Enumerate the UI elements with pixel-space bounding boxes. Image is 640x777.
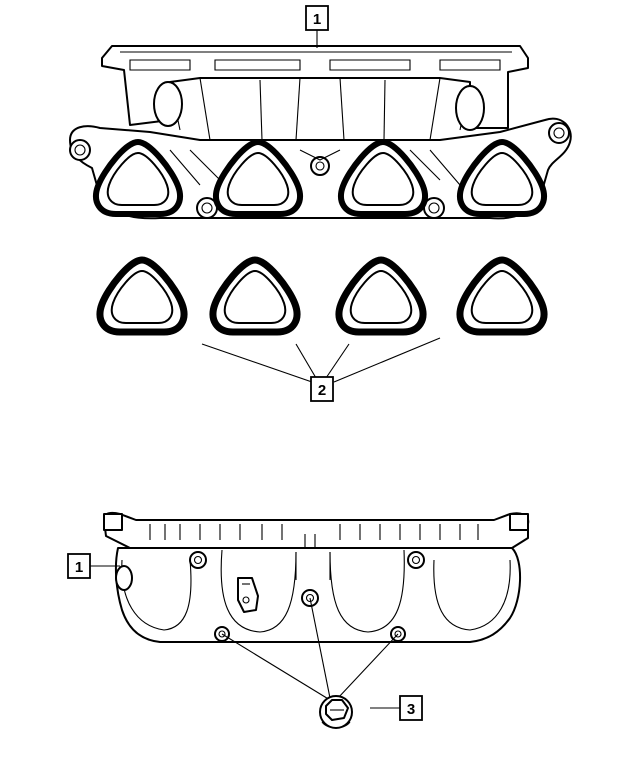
callout-1-top: 1 (305, 5, 329, 48)
intake-manifold-front-view (69, 45, 572, 220)
callout-2: 2 (201, 337, 441, 402)
callout-label: 1 (313, 11, 321, 28)
intake-manifold-rear-view (103, 511, 530, 643)
callout-label: 2 (318, 382, 326, 399)
callout-1-bottom: 1 (67, 553, 120, 579)
flange-bolt (221, 597, 399, 729)
gasket-4 (460, 260, 544, 332)
gasket-set (100, 260, 544, 332)
callout-3: 3 (370, 695, 423, 721)
callout-label: 3 (407, 701, 415, 718)
gasket-3 (339, 260, 423, 332)
callout-label: 1 (75, 559, 83, 576)
gasket-1 (100, 260, 184, 332)
gasket-2 (213, 260, 297, 332)
